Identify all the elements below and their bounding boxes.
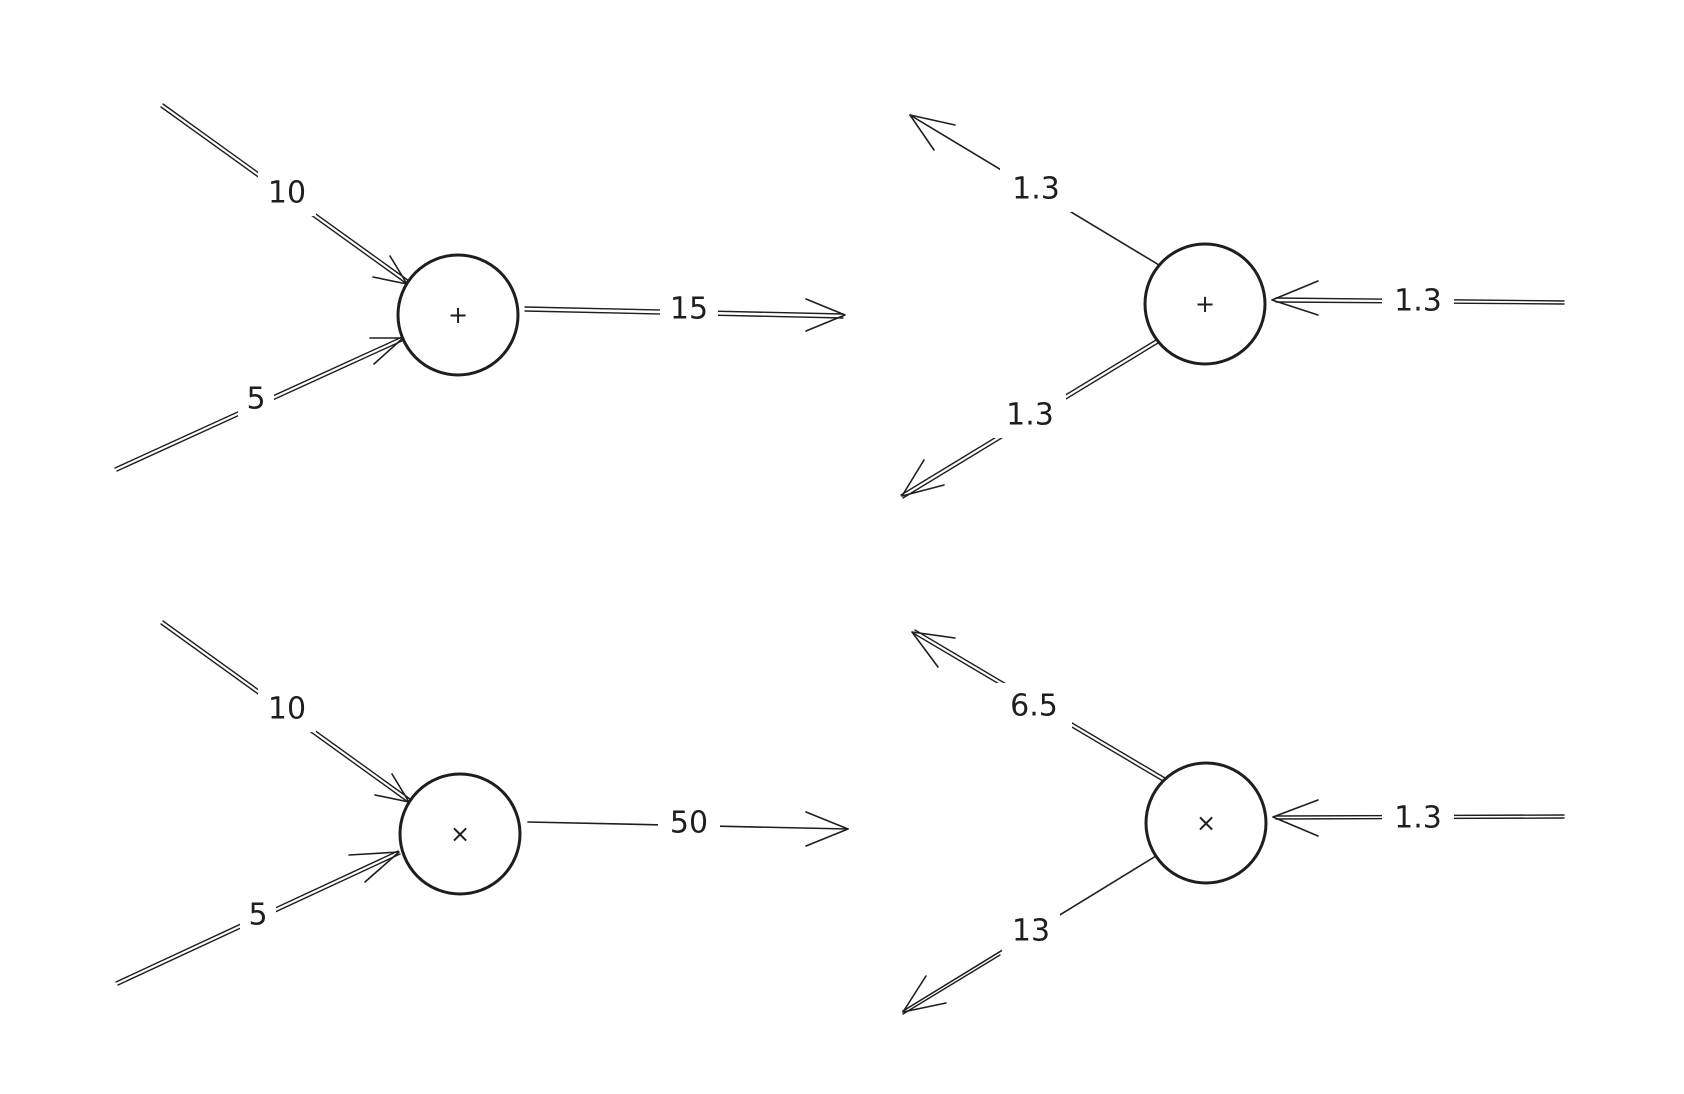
add-backward-label-bottom-text: 1.3 — [1006, 398, 1054, 433]
mul-forward-label-bottom: 5 — [240, 892, 276, 938]
add-forward-label-top: 10 — [258, 170, 316, 216]
mul-backward-label-input-text: 1.3 — [1394, 801, 1442, 836]
mul-forward-label-bottom-text: 5 — [248, 898, 267, 933]
mul-backward-label-bottom: 13 — [1002, 908, 1060, 954]
mul-forward-label-top-text: 10 — [268, 692, 306, 727]
add-backward-label-bottom: 1.3 — [994, 392, 1066, 438]
mul-backward-node: × — [1144, 761, 1268, 885]
mul-backward-label-top: 6.5 — [996, 683, 1072, 729]
add-backward-diagram: + 1.3 1.3 1.3 — [900, 114, 1565, 499]
mul-backward-op-symbol: × — [1196, 809, 1216, 837]
add-backward-node: + — [1143, 242, 1267, 366]
mul-backward-label-top-text: 6.5 — [1010, 689, 1058, 724]
add-backward-label-input-text: 1.3 — [1394, 284, 1442, 319]
mul-forward-node: × — [398, 772, 522, 896]
add-forward-node: + — [396, 253, 520, 377]
mul-forward-label-output-text: 50 — [670, 806, 708, 841]
mul-backward-label-bottom-text: 13 — [1012, 914, 1050, 949]
add-forward-label-output: 15 — [660, 286, 718, 332]
add-backward-label-top-text: 1.3 — [1012, 172, 1060, 207]
add-forward-label-output-text: 15 — [670, 292, 708, 327]
add-forward-label-bottom: 5 — [238, 376, 274, 422]
mul-forward-diagram: × 10 5 50 — [115, 620, 849, 986]
mul-forward-label-output: 50 — [658, 800, 720, 846]
add-backward-label-top: 1.3 — [1000, 166, 1072, 212]
add-backward-label-input: 1.3 — [1382, 278, 1454, 324]
add-forward-op-symbol: + — [448, 301, 468, 329]
mul-forward-label-top: 10 — [258, 686, 316, 732]
mul-forward-op-symbol: × — [450, 820, 470, 848]
add-forward-diagram: + 10 5 15 — [114, 103, 846, 472]
add-forward-label-top-text: 10 — [268, 176, 306, 211]
mul-backward-label-input: 1.3 — [1382, 795, 1454, 841]
add-forward-label-bottom-text: 5 — [246, 382, 265, 417]
add-backward-op-symbol: + — [1195, 290, 1215, 318]
mul-backward-diagram: × 6.5 13 1.3 — [902, 629, 1565, 1015]
